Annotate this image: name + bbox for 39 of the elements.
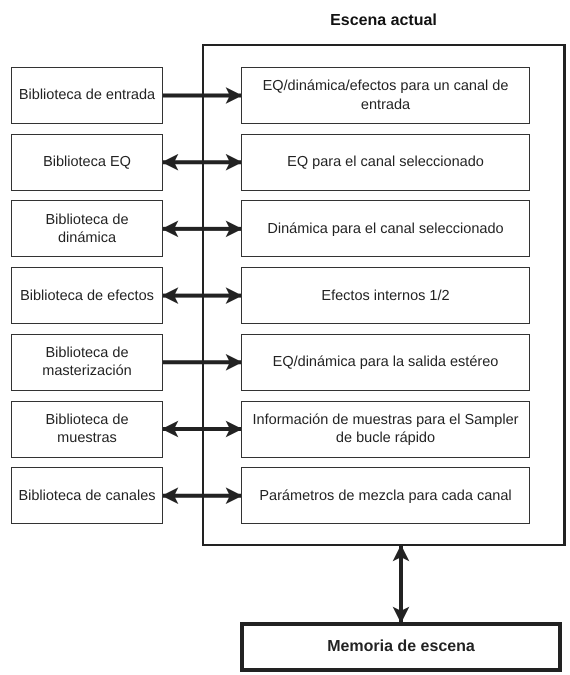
box-label: Memoria de escena	[327, 637, 475, 657]
arrow	[392, 544, 410, 624]
box-label: EQ/dinámica/efectos para un canal de entrada	[262, 77, 510, 114]
arrow	[162, 487, 242, 504]
library-box	[241, 467, 530, 524]
memory-box	[240, 622, 562, 672]
arrow	[162, 154, 242, 171]
box-label: EQ para el canal seleccionado	[287, 153, 484, 172]
box-label: Información de muestras para el Sampler de bucle rápido	[252, 410, 520, 448]
frame-heading: Escena actual	[329, 12, 438, 30]
library-box	[11, 267, 163, 324]
box-label: Biblioteca de muestras	[44, 410, 130, 448]
box-label: Biblioteca de canales	[18, 486, 156, 505]
arrow	[163, 87, 242, 104]
library-box	[241, 200, 530, 258]
library-box	[11, 334, 163, 391]
box-label: Parámetros de mezcla para cada canal	[259, 486, 512, 505]
library-box	[11, 67, 163, 124]
library-box	[11, 134, 163, 191]
library-box	[241, 334, 530, 391]
box-label: Biblioteca de entrada	[18, 86, 156, 105]
box-label: Biblioteca de masterización	[41, 344, 133, 380]
library-box	[241, 267, 530, 324]
library-box	[241, 134, 530, 191]
arrow	[162, 287, 242, 304]
box-label: Dinámica para el canal seleccionado	[267, 220, 504, 238]
box-label: Biblioteca de efectos	[20, 286, 154, 305]
library-box	[241, 400, 530, 458]
library-box	[11, 467, 163, 524]
library-box	[11, 400, 163, 458]
box-label: Biblioteca de dinámica	[44, 210, 130, 248]
box-label: Efectos internos 1/2	[321, 286, 450, 305]
arrow	[162, 220, 242, 238]
arrow	[163, 354, 242, 371]
box-label: Biblioteca EQ	[43, 153, 131, 172]
library-box	[11, 200, 163, 258]
arrow	[162, 420, 242, 438]
library-box	[241, 67, 530, 124]
box-label: EQ/dinámica para la salida estéreo	[272, 353, 498, 372]
